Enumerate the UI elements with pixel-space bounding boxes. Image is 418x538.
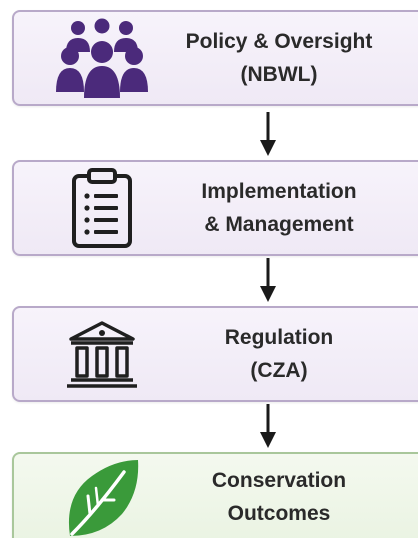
conservation-outcomes-box: Conservation Outcomes <box>12 452 418 538</box>
arrow-down-icon <box>260 112 276 156</box>
management-subtitle: & Management <box>204 213 354 236</box>
policy-oversight-label: Policy & Oversight (NBWL) <box>164 12 394 104</box>
policy-oversight-title: Policy & Oversight <box>185 30 373 53</box>
clipboard-checklist-icon <box>54 166 150 250</box>
outcomes-subtitle: Outcomes <box>227 502 331 525</box>
arrow-down-icon <box>260 258 276 302</box>
regulation-title: Regulation <box>224 326 334 349</box>
people-group-icon <box>54 16 150 100</box>
conservation-outcomes-label: Conservation Outcomes <box>164 454 394 538</box>
implementation-management-label: Implementation & Management <box>164 162 394 254</box>
implementation-title: Implementation <box>201 180 357 203</box>
government-building-icon <box>54 312 150 396</box>
conservation-title: Conservation <box>211 469 347 492</box>
regulation-box: Regulation (CZA) <box>12 306 418 402</box>
leaf-icon <box>54 456 150 538</box>
implementation-management-box: Implementation & Management <box>12 160 418 256</box>
policy-oversight-box: Policy & Oversight (NBWL) <box>12 10 418 106</box>
regulation-subtitle: (CZA) <box>250 359 308 382</box>
arrow-down-icon <box>260 404 276 448</box>
regulation-label: Regulation (CZA) <box>164 308 394 400</box>
policy-oversight-subtitle: (NBWL) <box>240 63 318 86</box>
